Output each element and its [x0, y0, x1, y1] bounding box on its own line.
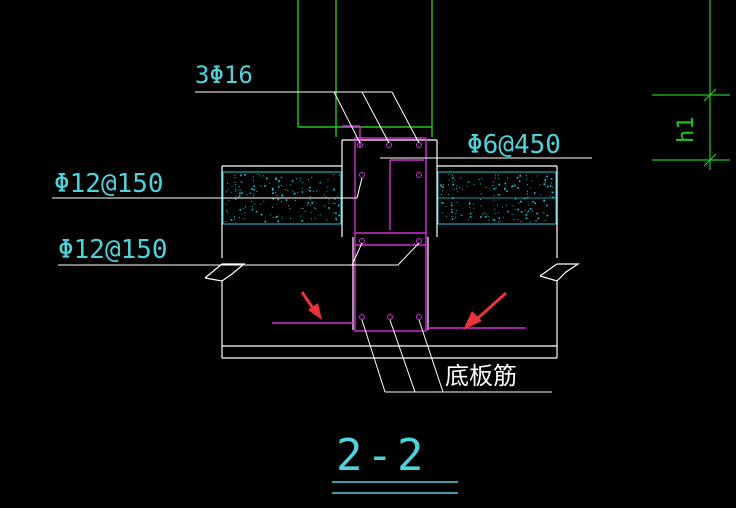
slab-hatch-right	[437, 171, 557, 225]
label-upper-slab-bar: Φ12@150	[54, 169, 164, 199]
label-bottom-bar-note: 底板筋	[445, 362, 517, 390]
height-dimension	[652, 0, 730, 170]
label-stirrup: Φ6@450	[467, 130, 561, 160]
leader-lines	[52, 91, 592, 393]
label-lower-slab-bar: Φ12@150	[58, 235, 168, 265]
red-arrow-right	[463, 291, 507, 330]
red-arrow-left	[300, 291, 322, 320]
slab-outline	[204, 139, 580, 359]
section-title: 2-2	[332, 430, 458, 494]
column-outline	[297, 0, 433, 137]
label-height-dim: h1	[674, 117, 699, 144]
label-top-bars: 3Φ16	[195, 61, 253, 89]
rebar-dots	[357, 142, 422, 320]
section-mark-text: 2-2	[336, 430, 427, 481]
stirrup-rebar	[272, 125, 526, 332]
